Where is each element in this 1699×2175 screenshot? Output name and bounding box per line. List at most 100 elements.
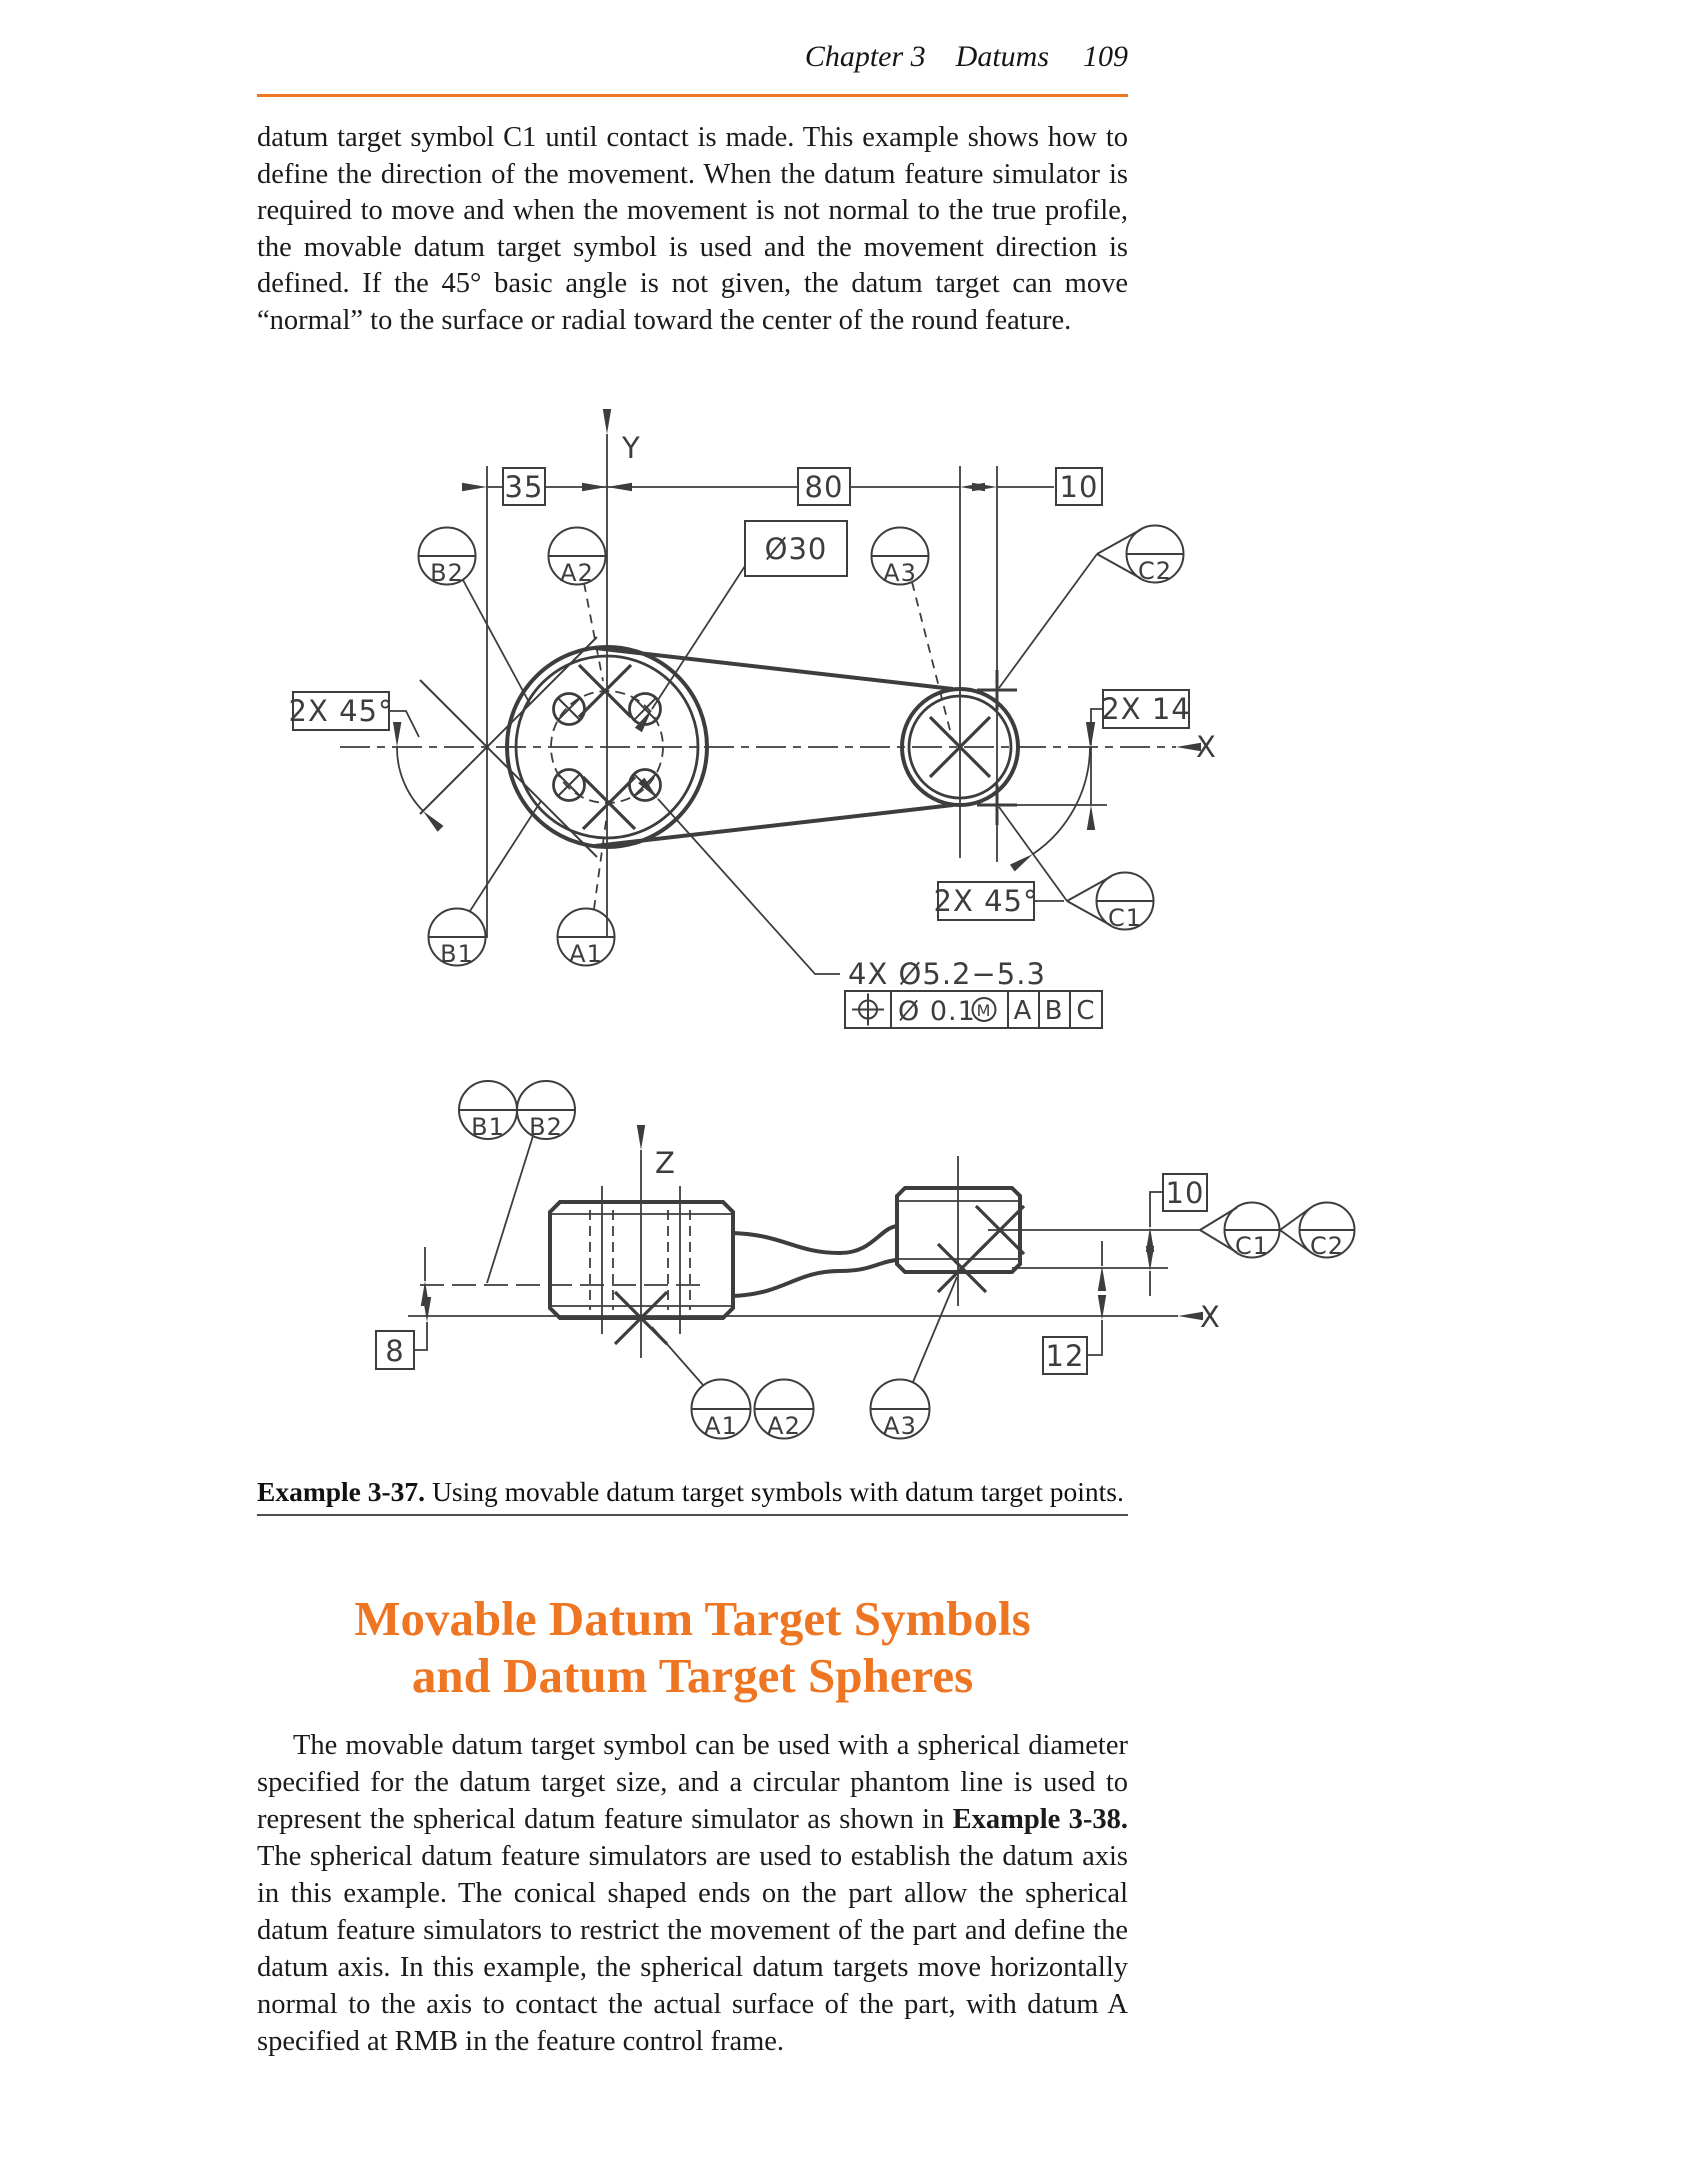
- mmc-modifier-icon: M: [971, 997, 997, 1022]
- dim-8: 8: [385, 1334, 404, 1368]
- dim-box-10-side: [1162, 1173, 1208, 1212]
- dim-box-8: [375, 1330, 415, 1370]
- leader-dim-10: [1145, 1191, 1163, 1252]
- balloon-label: B1: [471, 1113, 505, 1141]
- balloon-label: C1: [1235, 1232, 1269, 1260]
- caption-label: Example 3-37.: [257, 1476, 426, 1507]
- balloon-label: B2: [529, 1113, 563, 1141]
- leader-dim-12: [1087, 1295, 1107, 1356]
- movable-datum-target-c1: C1: [998, 806, 1155, 932]
- body-paragraph-1: datum target symbol C1 until contact is …: [257, 120, 1128, 339]
- fcf-datum-b: B: [1045, 996, 1064, 1026]
- leader-2x45-left: [389, 710, 420, 738]
- balloon-label: C2: [1138, 557, 1172, 585]
- section-heading-line1: Movable Datum Target Symbols: [354, 1591, 1031, 1646]
- x-axis-side-label: X: [1200, 1300, 1221, 1334]
- boss-inner-circle: [514, 654, 700, 840]
- leader-dia30: [634, 565, 746, 733]
- balloon-label: A2: [767, 1412, 801, 1440]
- movable-datum-target-c2-side: C2: [1279, 1201, 1356, 1260]
- dim-box-35: [502, 467, 546, 506]
- position-symbol-icon: [852, 993, 884, 1026]
- page-number: 109: [1083, 40, 1128, 73]
- dim-10: 10: [1060, 470, 1099, 504]
- datum-target-balloon-a3-side: A3: [869, 1276, 958, 1440]
- paragraph-1-text: datum target symbol C1 until contact is …: [257, 122, 1128, 336]
- top-view: Y X 35 80 10: [289, 409, 1217, 1029]
- datum-target-balloon-a3: A3: [870, 526, 953, 739]
- datum-target-balloon-b2: B2: [417, 526, 531, 705]
- caption-text: Using movable datum target symbols with …: [432, 1476, 1124, 1507]
- datum-target-point-a3: [928, 715, 992, 779]
- part-left-block: [548, 1200, 735, 1320]
- dim-12: 12: [1046, 1339, 1085, 1373]
- dim-box-80: [797, 467, 851, 506]
- dim-box-10: [1055, 467, 1103, 506]
- figure-caption: Example 3-37.Using movable datum target …: [257, 1476, 1128, 1508]
- feature-control-frame: Ø 0.1 M A B C: [844, 990, 1103, 1029]
- paragraph-2-after: The spherical datum feature simulators a…: [257, 1841, 1128, 2057]
- section-heading-line2: and Datum Target Spheres: [411, 1648, 974, 1703]
- section-heading: Movable Datum Target Symbols and Datum T…: [257, 1590, 1128, 1704]
- balloon-label: A3: [883, 559, 917, 587]
- dim-box-12: [1042, 1336, 1088, 1375]
- datum-target-point-a1: [581, 775, 637, 831]
- angle-arc-left: [392, 721, 444, 832]
- dim-box-dia30: [744, 520, 848, 577]
- body-tangent-upper: [594, 646, 954, 691]
- dim-80: 80: [805, 470, 844, 504]
- balloon-label: C1: [1108, 904, 1142, 932]
- balloon-label: A1: [569, 940, 603, 968]
- datum-target-balloon-a2: A2: [547, 526, 607, 682]
- datum-target-point-a3-side: [936, 1242, 988, 1294]
- balloon-label: A3: [883, 1412, 917, 1440]
- part-right-block: [895, 1186, 1022, 1274]
- header-chapter: Chapter 3: [804, 40, 926, 73]
- paragraph-2-before: The movable datum target symbol can be u…: [257, 1730, 1128, 1835]
- dim-dia30: Ø30: [765, 532, 828, 566]
- movable-datum-target-c2: C2: [998, 524, 1185, 689]
- caption-rule: [257, 1514, 1128, 1516]
- balloon-label: A1: [704, 1412, 738, 1440]
- dim-box-2x45-left: [292, 691, 390, 731]
- balloon-label: A2: [560, 559, 594, 587]
- movable-datum-target-c1-side: C1: [1199, 1201, 1281, 1260]
- balloon-label: B1: [440, 940, 474, 968]
- dim-2x14: 2X 14: [1101, 692, 1190, 726]
- body-tangent-lower: [594, 803, 954, 848]
- dim-35: 35: [505, 470, 544, 504]
- hole-callout: 4X Ø5.2−5.3: [848, 957, 1046, 991]
- datum-target-balloon-b2-side: B2: [486, 1080, 576, 1284]
- datum-target-balloon-b1-side: B1: [458, 1080, 518, 1141]
- datum-target-balloon-a1-side: A1: [651, 1326, 752, 1440]
- fcf-modifier: M: [977, 1001, 992, 1020]
- fcf-tolerance: Ø 0.1: [898, 996, 976, 1027]
- dim-10-side: 10: [1166, 1176, 1205, 1210]
- balloon-label: B2: [430, 559, 464, 587]
- fcf-datum-a: A: [1014, 996, 1033, 1026]
- header-rule: [257, 94, 1128, 97]
- datum-target-balloon-b1: B1: [427, 800, 542, 968]
- side-view: Z X: [375, 1080, 1356, 1440]
- arm-upper-edge: [732, 1224, 898, 1256]
- datum-target-balloon-a1: A1: [556, 813, 616, 968]
- y-axis-label: Y: [621, 431, 641, 465]
- boss-outer-circle: [505, 645, 709, 849]
- body-paragraph-2: The movable datum target symbol can be u…: [257, 1727, 1128, 2060]
- leader-4x-callout: [638, 777, 840, 975]
- construction-line-45: [419, 679, 598, 858]
- datum-target-point-a2: [577, 663, 633, 719]
- dim-2x45-right: 2X 45°: [934, 884, 1039, 918]
- angle-arc-right: [1009, 721, 1095, 872]
- x-axis-label: X: [1196, 730, 1217, 764]
- construction-line-45: [419, 636, 598, 815]
- leader-dim-8: [414, 1297, 432, 1351]
- paragraph-2-bold: Example 3-38.: [952, 1804, 1128, 1835]
- arm-lower-edge: [732, 1258, 898, 1298]
- fcf-datum-c: C: [1076, 996, 1095, 1026]
- z-axis-label: Z: [655, 1146, 676, 1180]
- dim-2x45-left: 2X 45°: [289, 694, 394, 728]
